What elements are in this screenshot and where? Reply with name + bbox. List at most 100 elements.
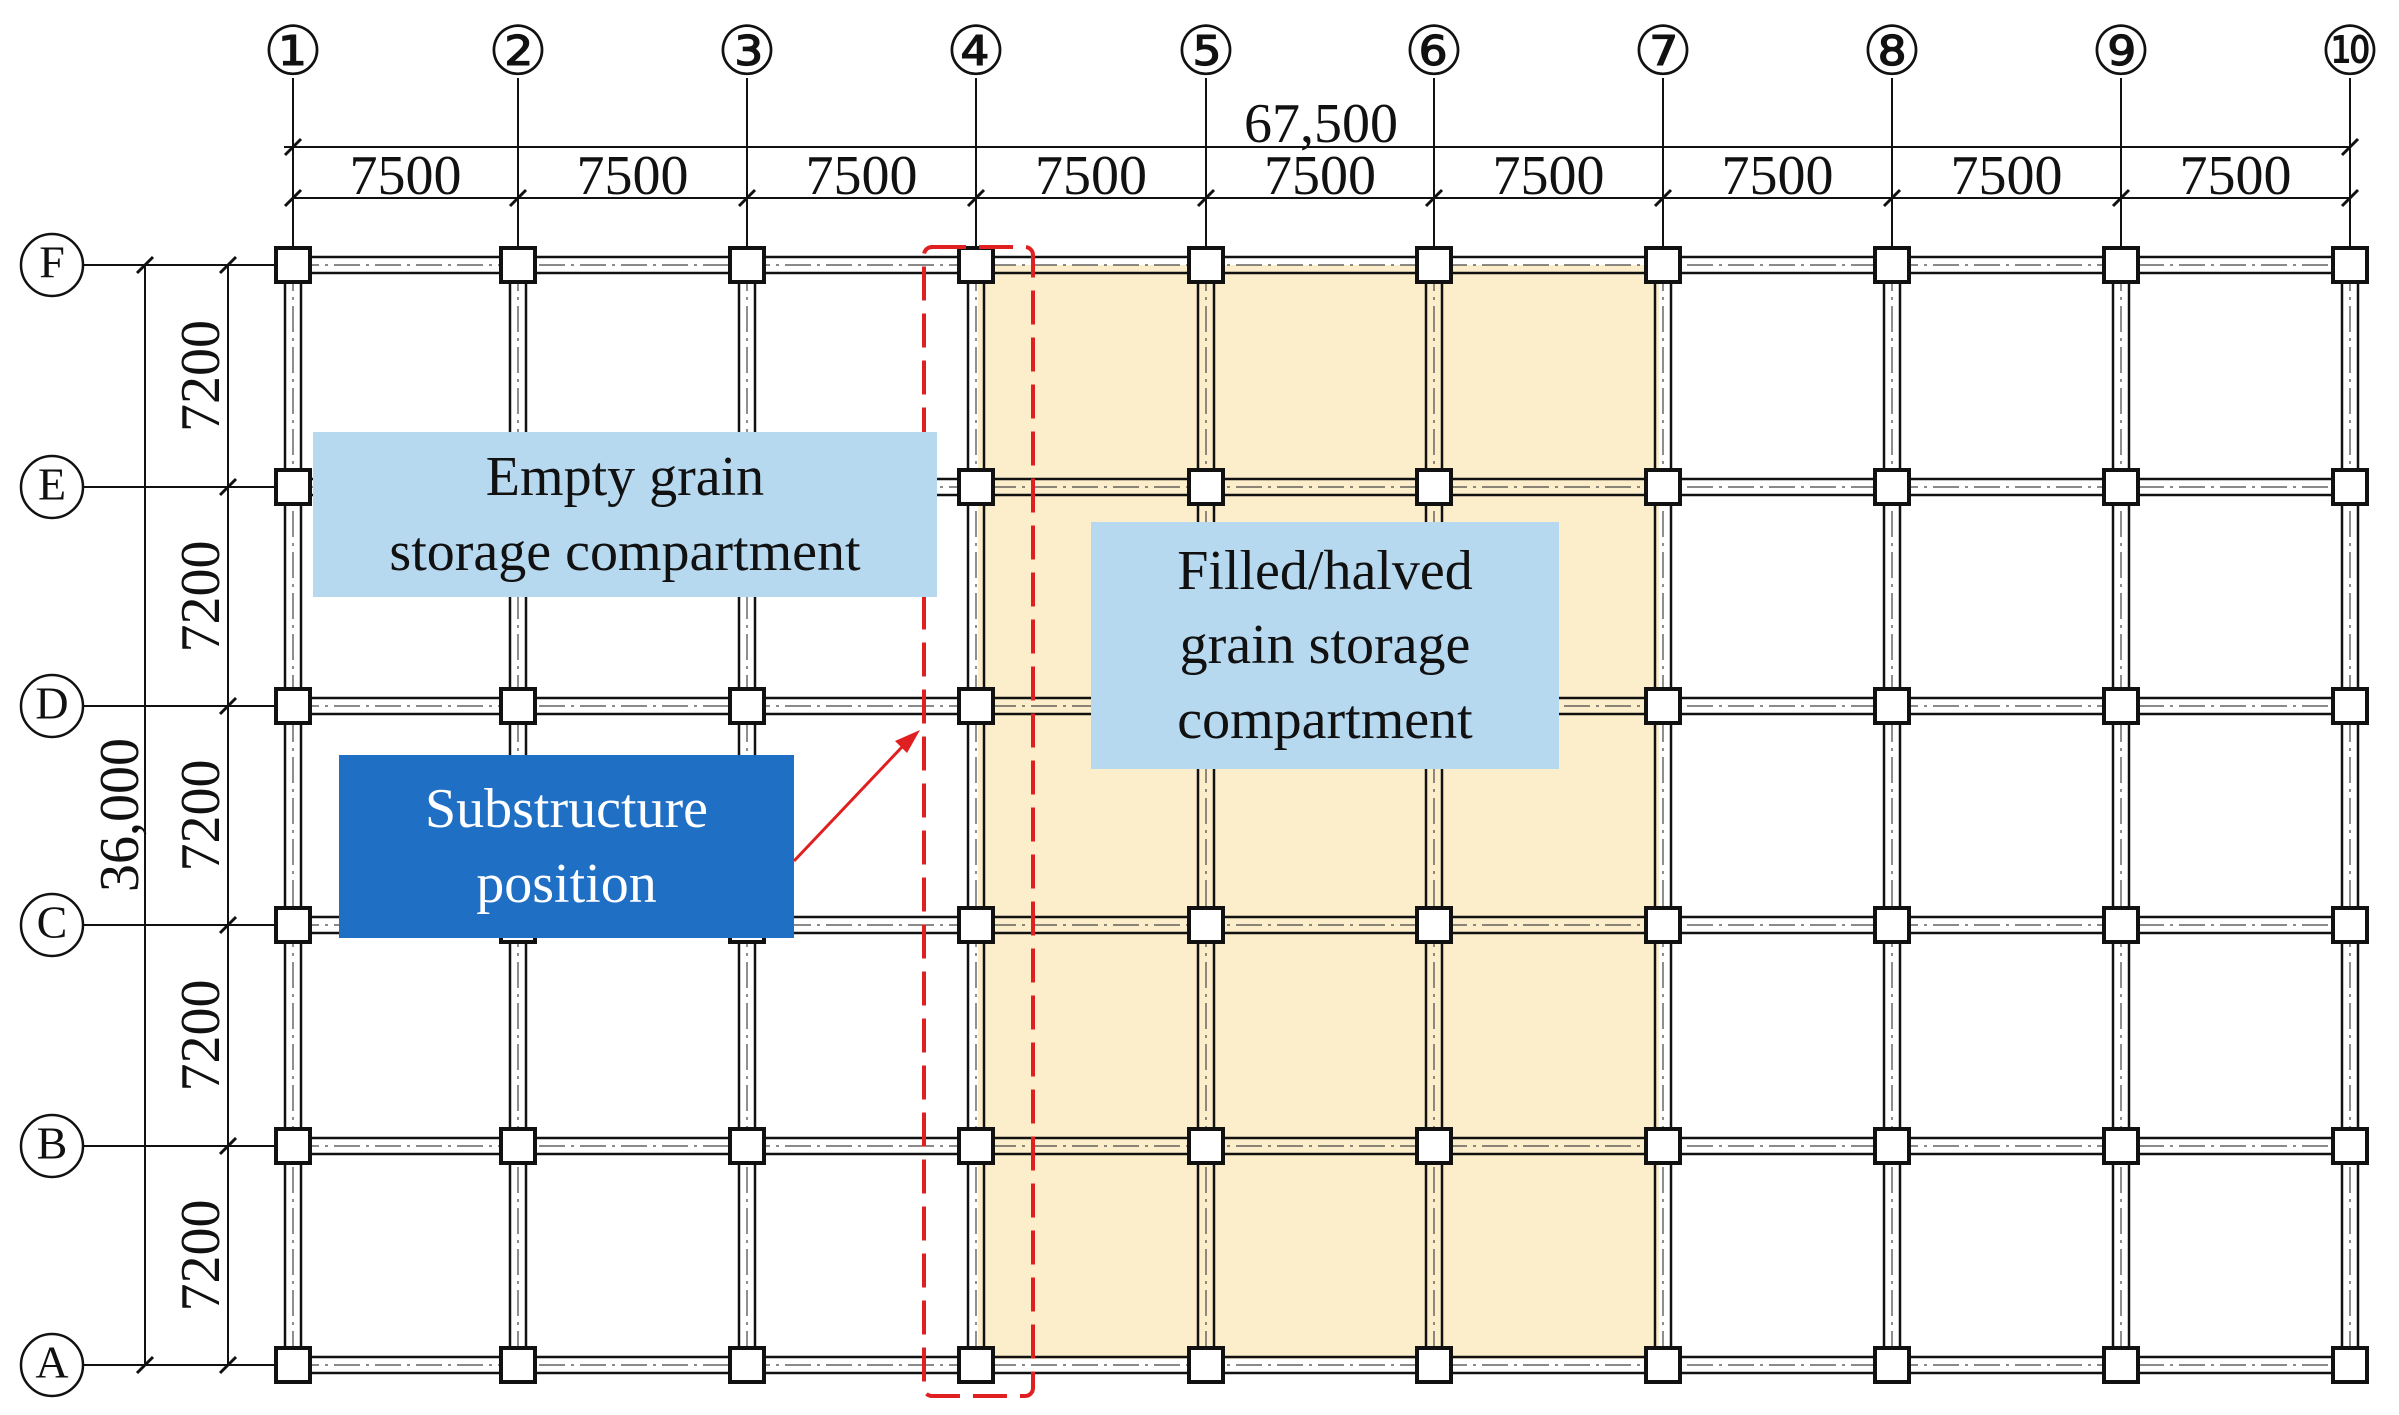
column-axis-marker: ⑦ [1633,13,1694,92]
column-D4 [957,687,995,725]
column-F7 [1644,246,1682,284]
column-A7 [1644,1346,1682,1384]
row-axis-bubble-E [19,454,85,520]
filled-label-line-1: Filled/halved [1177,539,1473,602]
total-dim-tick-x-end [2340,137,2360,157]
column-E4 [957,468,995,506]
bay-dimension-label-y: 7200 [170,980,232,1092]
column-D2 [499,687,537,725]
total-dim-tick-y-end [135,1355,155,1375]
column-E9 [2102,468,2140,506]
column-B9 [2102,1127,2140,1165]
column-A10 [2331,1346,2369,1384]
column-D1 [274,687,312,725]
bay-dimension-label-y: 7200 [170,320,232,432]
column-axis-marker: ③ [717,13,778,92]
substructure-highlight [792,245,1035,1398]
column-F10 [2331,246,2369,284]
column-axis-marker: ⑤ [1176,13,1237,92]
column-E10 [2331,468,2369,506]
column-B6 [1415,1127,1453,1165]
substructure-pointer-arrow-line [792,745,904,863]
column-F6 [1415,246,1453,284]
column-axis-marker: ① [263,13,324,92]
column-B3 [728,1127,766,1165]
row-axis-label: E [38,459,66,510]
column-axis-marker: ⑧ [1862,13,1923,92]
substructure-pointer-arrowhead [895,730,920,753]
bay-dimension-label-y: 7200 [170,760,232,872]
bay-dimension-label-x: 7500 [1035,145,1147,207]
total-dimension-label-y: 36,000 [89,738,151,892]
column-C8 [1873,906,1911,944]
column-C10 [2331,906,2369,944]
row-axis-label: D [35,678,68,729]
column-B5 [1187,1127,1225,1165]
bay-dimension-label-x: 7500 [577,145,689,207]
column-A6 [1415,1346,1453,1384]
bay-dim-tick-y-A [218,1355,238,1375]
column-C1 [274,906,312,944]
total-dim-tick-y-start [135,255,155,275]
row-axis-bubble-A [19,1332,85,1398]
column-B2 [499,1127,537,1165]
column-F9 [2102,246,2140,284]
bay-dim-tick-y-E [218,477,238,497]
column-axis-marker: ⑨ [2091,13,2152,92]
column-D9 [2102,687,2140,725]
row-axis-bubble-D [19,673,85,739]
bay-dim-tick-x-3 [737,188,757,208]
empty-compartment-label: Empty grain storage compartment [313,432,937,597]
filled-compartment-region [978,265,1659,1359]
bay-dimension-label-x: 7500 [1493,145,1605,207]
column-F8 [1873,246,1911,284]
column-C7 [1644,906,1682,944]
bay-dim-tick-x-6 [1424,188,1444,208]
column-F3 [728,246,766,284]
row-axis-bubble-C [19,892,85,958]
row-axis-label: A [35,1337,68,1388]
bay-dimension-label-y: 7200 [170,1200,232,1312]
bay-dimension-label-x: 7500 [1951,145,2063,207]
column-axis-marker: ② [488,13,549,92]
column-A1 [274,1346,312,1384]
column-A8 [1873,1346,1911,1384]
row-axis-label: B [37,1118,68,1169]
empty-label-line-1: Empty grain [485,446,765,509]
bay-dim-tick-x-9 [2111,188,2131,208]
column-C4 [957,906,995,944]
column-A3 [728,1346,766,1384]
bay-dimension-label-y: 7200 [170,541,232,653]
total-dimension-label-x: 67,500 [1244,93,1398,155]
bay-dim-tick-x-10 [2340,188,2360,208]
column-D3 [728,687,766,725]
bay-dim-tick-x-4 [966,188,986,208]
column-E7 [1644,468,1682,506]
column-C6 [1415,906,1453,944]
column-C9 [2102,906,2140,944]
bay-dimension-label-x: 7500 [806,145,918,207]
column-D7 [1644,687,1682,725]
column-D10 [2331,687,2369,725]
column-F4 [957,246,995,284]
empty-label-line-2: storage compartment [389,520,861,583]
filled-label-line-2: grain storage [1179,614,1471,677]
column-F1 [274,246,312,284]
filled-compartment-label: Filled/halved grain storage compartment [1091,522,1559,769]
column-B10 [2331,1127,2369,1165]
row-axis-label: C [37,897,68,948]
column-E5 [1187,468,1225,506]
column-axis-marker: ⑥ [1404,13,1465,92]
bay-dimension-label-x: 7500 [2180,145,2292,207]
column-E1 [274,468,312,506]
column-A9 [2102,1346,2140,1384]
column-B1 [274,1127,312,1165]
bay-dim-tick-x-1 [283,188,303,208]
column-B8 [1873,1127,1911,1165]
bay-dim-tick-y-C [218,915,238,935]
substructure-label-line-2: position [476,852,657,915]
column-C5 [1187,906,1225,944]
